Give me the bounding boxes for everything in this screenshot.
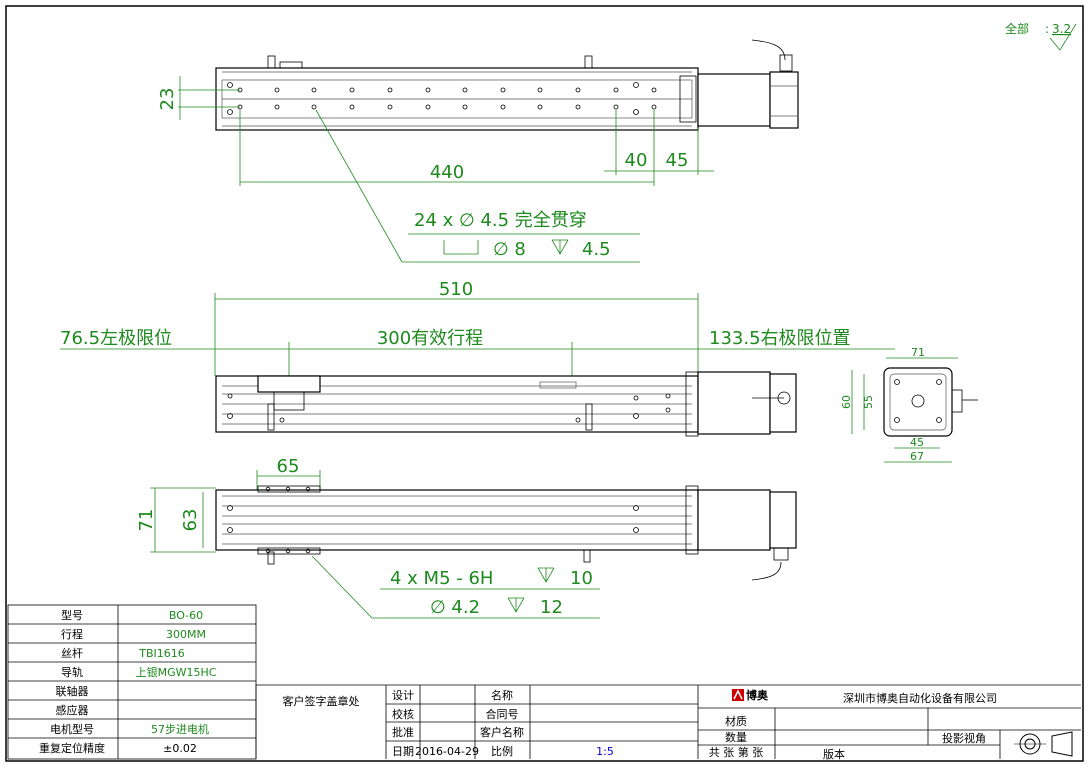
company-logo: 博奥 [732,688,769,702]
logo-text: 博奥 [746,688,769,702]
spec-table [7,604,257,760]
spec-label-accuracy: 重复定位精度 [39,741,105,755]
projection-label: 投影视角 [942,731,986,745]
spec-value-screw: TBI1616 [138,647,185,660]
front-left-limit: 76.5左极限位 [60,328,172,349]
sheet-border [5,5,1084,762]
front-dim-510: 510 [439,279,473,300]
front-view-carriage [257,375,321,393]
bottom-thread-note: 4 x M5 - 6H [390,568,493,589]
customer-label: 客户名称 [480,725,524,739]
top-view-motor [697,73,771,127]
projection-symbol-icon [1014,731,1073,757]
spec-value-accuracy: ±0.02 [163,742,197,755]
contract-label: 合同号 [486,707,519,721]
material-label: 材质 [725,714,747,728]
scale-value: 1:5 [596,745,614,758]
scale-label: 比例 [491,744,513,758]
top-dim-45: 45 [666,150,689,171]
date-label: 日期 [392,745,414,758]
sign-label: 客户签字盖章处 [283,694,360,708]
approve-label: 批准 [392,725,414,739]
bottom-view-body [215,489,699,551]
side-dim-67: 67 [910,450,924,463]
bottom-dim-65: 65 [277,456,300,477]
check-label: 校核 [392,707,414,721]
title-block [255,684,1081,759]
bottom-view-motor [697,489,771,551]
spec-label-motor: 电机型号 [50,722,94,736]
bottom-dim-63: 63 [180,509,201,532]
bottom-thread-depth: 10 [570,568,593,589]
design-label: 设计 [392,689,414,702]
spec-value-stroke: 300MM [166,628,206,641]
spec-label-rail: 导轨 [61,665,83,679]
surface-note-value: 3.2 [1052,22,1071,36]
version-label: 版本 [823,747,845,761]
bottom-view: 65 71 63 4 x M5 - 6 [136,456,797,619]
spec-label-model: 型号 [61,608,83,622]
side-dim-71: 71 [911,346,925,359]
spec-label-sensor: 感应器 [56,703,89,717]
spec-label-coupling: 联轴器 [56,684,89,698]
top-dim-440: 440 [430,162,464,183]
top-hole-note-2-depth: 4.5 [582,239,611,260]
spec-value-model: BO-60 [169,609,203,622]
quantity-label: 数量 [725,731,747,744]
spec-label-screw: 丝杆 [61,646,83,660]
side-dim-60: 60 [840,395,853,409]
front-view-motor [697,371,771,435]
top-hole-note-1: 24 x ∅ 4.5 完全贯穿 [414,210,587,231]
side-dim-45: 45 [910,436,924,449]
top-dim-40: 40 [625,150,648,171]
top-hole-note-2-dia: ∅ 8 [493,239,526,260]
bottom-drill-depth: 12 [540,597,563,618]
svg-text::: : [1045,22,1049,36]
spec-rows: 型号 BO-60 行程 300MM 丝杆 TBI1616 导轨 上银MGW15H… [39,608,217,755]
side-dim-55: 55 [862,395,875,409]
company-name: 深圳市博奥自动化设备有限公司 [843,691,997,705]
side-view: 71 60 55 45 67 [840,346,978,463]
top-dim-23: 23 [157,88,178,111]
top-view: 23 440 40 45 24 x ∅ 4.5 完全贯穿 ∅ 8 4.5 [157,39,799,263]
spec-value-motor: 57步进电机 [151,722,209,736]
front-view: 510 76.5左极限位 300有效行程 133.5右极限位置 [60,279,895,437]
spec-value-rail: 上银MGW15HC [136,665,217,679]
title-block-text: 客户签字盖章处 设计 校核 批准 日期 2016-04-29 名称 合同号 客户… [283,688,1073,761]
sheets-label: 共 张 第 张 [709,745,764,759]
spec-label-stroke: 行程 [61,628,83,641]
front-stroke: 300有效行程 [377,328,483,349]
name-label: 名称 [491,688,513,702]
date-value: 2016-04-29 [415,745,479,758]
bottom-dim-71: 71 [136,509,157,532]
front-right-limit: 133.5右极限位置 [709,328,851,349]
surface-note-label: 全部 [1005,21,1029,36]
bottom-drill-note: ∅ 4.2 [430,597,480,618]
side-view-plate [883,367,953,437]
surface-finish-note: 全部 : 3.2 [1005,21,1077,51]
